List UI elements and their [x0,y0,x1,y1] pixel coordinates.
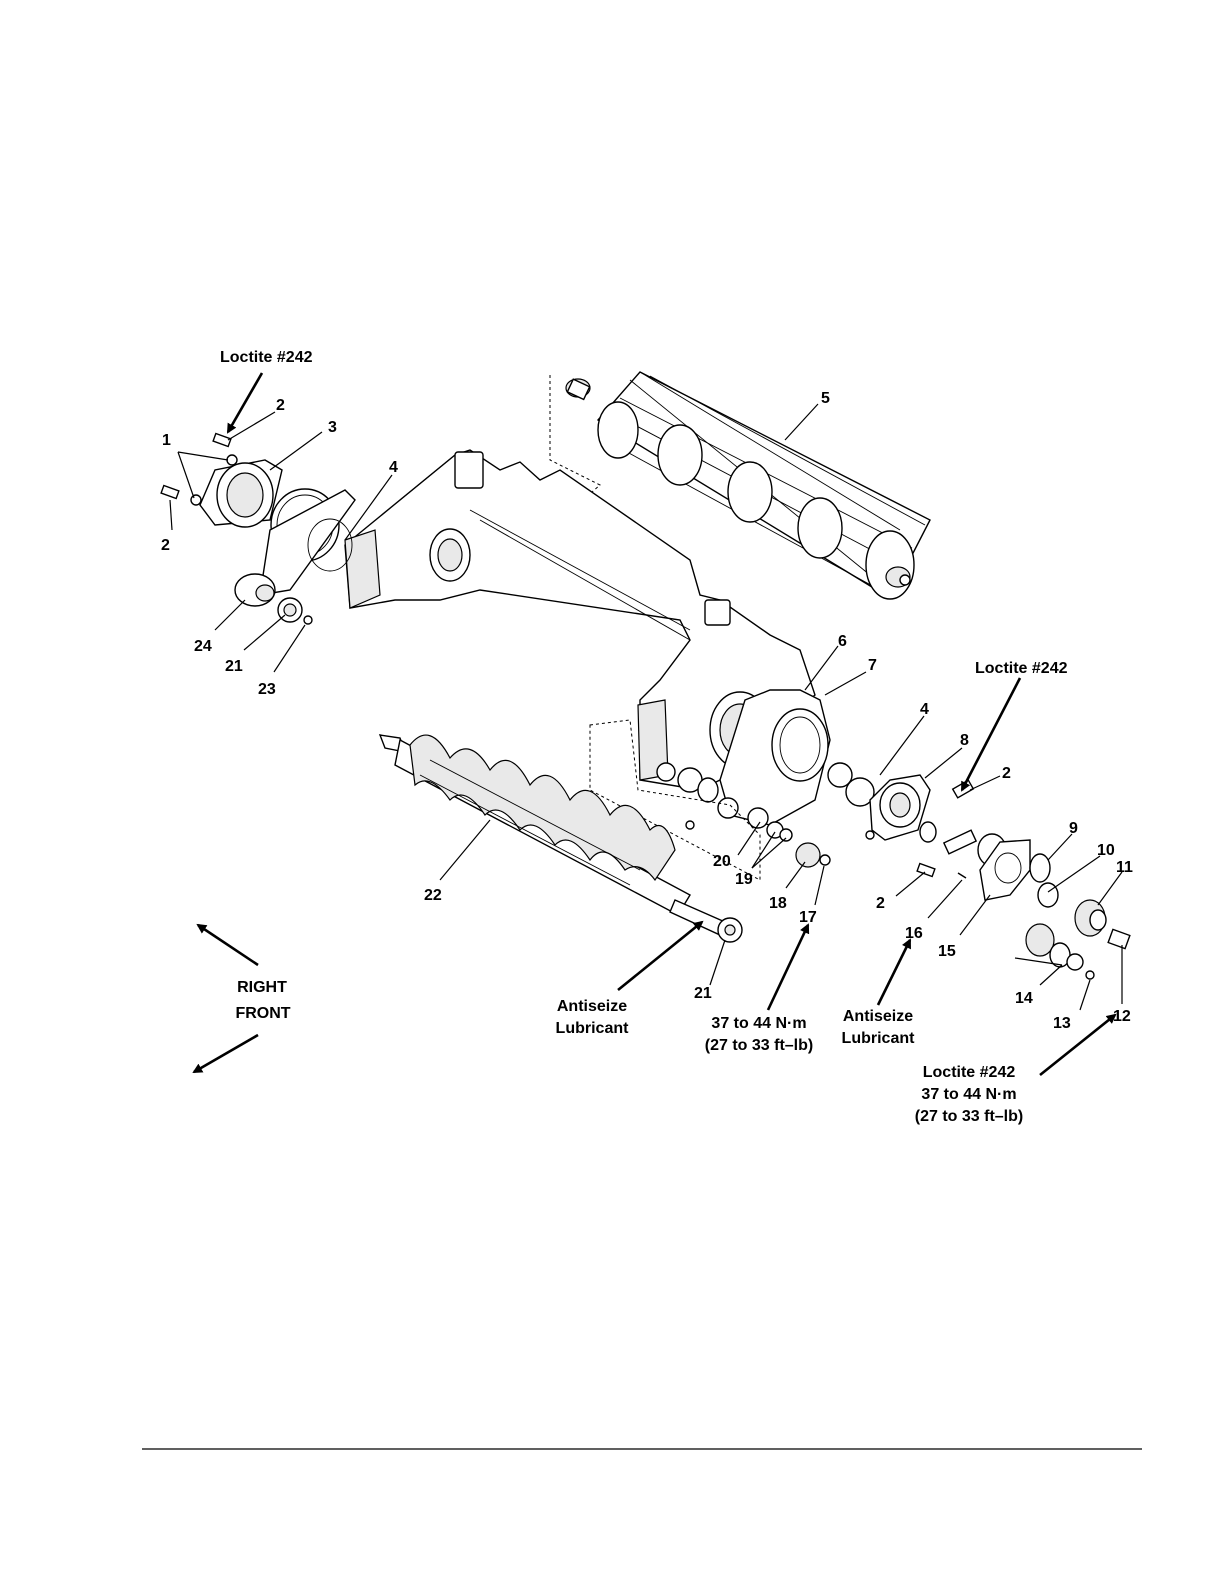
callout-14: 14 [1015,990,1033,1007]
callout-4: 4 [920,701,929,718]
callout-23: 23 [258,681,276,698]
callout-21: 21 [225,658,243,675]
callout-5: 5 [821,390,830,407]
note-torque-mid: 37 to 44 N·m [711,1015,806,1032]
callout-9: 9 [1069,820,1078,837]
callout-2: 2 [1002,765,1011,782]
note-antiseize-left-2: Lubricant [556,1020,630,1037]
note-antiseize-right-2: Lubricant [842,1030,916,1047]
note-loctite-bottom: Loctite #242 [923,1064,1016,1081]
callout-20: 20 [713,853,731,870]
note-loctite-bottom-3: (27 to 33 ft–lb) [915,1108,1023,1125]
left-bearing-housing [161,434,355,624]
callout-17: 17 [799,909,817,926]
callout-7: 7 [868,657,877,674]
callout-16: 16 [905,925,923,942]
callout-24: 24 [194,638,212,655]
note-loctite-bottom-2: 37 to 44 N·m [921,1086,1016,1103]
note-loctite-right: Loctite #242 [975,660,1068,677]
callout-3: 3 [328,419,337,436]
note-antiseize-right: Antiseize [843,1008,913,1025]
note-antiseize-left: Antiseize [557,998,627,1015]
callout-1: 1 [162,432,171,449]
callout-6: 6 [838,633,847,650]
note-torque-mid-2: (27 to 33 ft–lb) [705,1037,813,1054]
callout-15: 15 [938,943,956,960]
callout-12: 12 [1113,1008,1131,1025]
callout-11: 11 [1116,859,1133,876]
note-loctite-top: Loctite #242 [220,349,313,366]
callout-21: 21 [694,985,712,1002]
orientation-right: RIGHT [237,979,287,996]
callout-2: 2 [876,895,885,912]
orientation-indicator: RIGHT FRONT [235,979,290,1022]
callout-2: 2 [276,397,285,414]
callout-2: 2 [161,537,170,554]
callout-22: 22 [424,887,442,904]
callout-18: 18 [769,895,787,912]
orientation-front: FRONT [235,1005,290,1022]
callout-13: 13 [1053,1015,1071,1032]
callout-8: 8 [960,732,969,749]
callout-10: 10 [1097,842,1115,859]
callout-19: 19 [735,871,753,888]
callout-4: 4 [389,459,398,476]
